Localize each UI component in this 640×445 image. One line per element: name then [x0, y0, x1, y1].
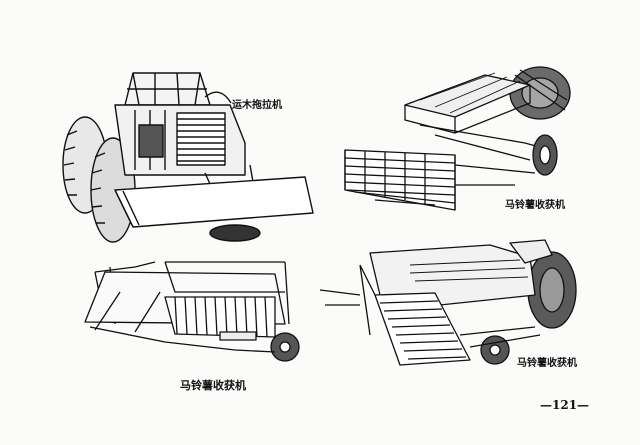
- potato-harvester-illustration-bottom-right: [320, 235, 580, 370]
- caption-potato-harvester-bottom-right: 马铃薯收获机: [517, 358, 577, 369]
- caption-log-skidder: 运木拖拉机: [232, 100, 282, 111]
- log-skidder-illustration: [55, 65, 320, 250]
- caption-potato-harvester-bottom-left: 马铃薯收获机: [180, 379, 246, 392]
- caption-potato-harvester-top-right: 马铃薯收获机: [505, 200, 565, 211]
- potato-harvester-illustration-bottom-left: [75, 252, 315, 367]
- page-number: —121—: [540, 398, 590, 412]
- potato-harvester-illustration-top-right: [335, 55, 575, 220]
